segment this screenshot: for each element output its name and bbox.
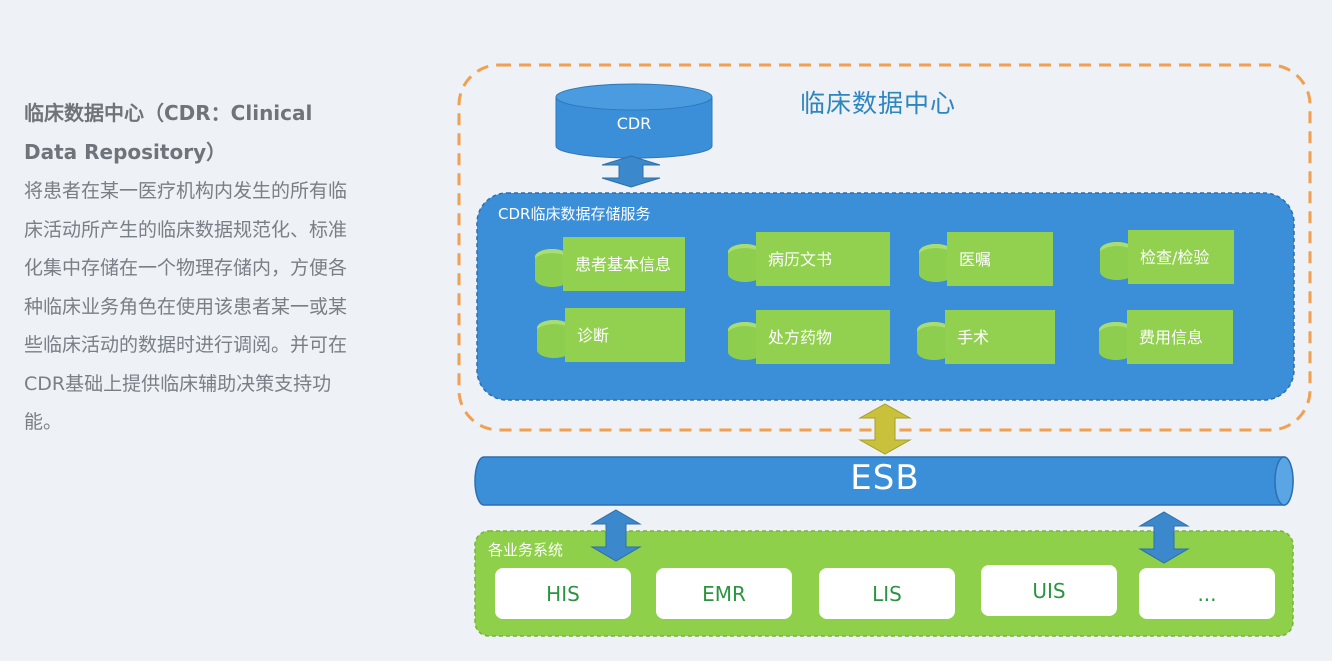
storage-item-label: 患者基本信息 [563,237,685,291]
storage-item-label: 医嘱 [947,232,1053,286]
esb-business-arrow-right [1138,511,1190,564]
storage-item-label: 病历文书 [756,232,890,286]
esb-business-arrow-left [590,509,642,562]
description-body: 将患者在某一医疗机构内发生的所有临床活动所产生的临床数据规范化、标准化集中存储在… [24,180,348,433]
system-emr: EMR [655,567,793,620]
cdr-database-icon [555,83,713,159]
storage-item-label: 诊断 [565,308,685,362]
system-more: ... [1138,567,1276,620]
storage-item-label: 处方药物 [756,310,890,364]
esb-label: ESB [850,458,920,498]
system-lis: LIS [818,567,956,620]
business-systems-title: 各业务系统 [488,541,564,559]
description-title: 临床数据中心（CDR：Clinical Data Repository） [24,101,313,164]
cdr-database-label: CDR [616,114,652,133]
storage-item-label: 费用信息 [1127,310,1233,364]
service-esb-arrow [858,403,912,455]
system-uis: UIS [980,564,1118,617]
description-panel: 临床数据中心（CDR：Clinical Data Repository） 将患者… [24,94,360,442]
system-his: HIS [494,567,632,620]
cdr-service-arrow [601,155,661,188]
storage-item-label: 手术 [945,310,1055,364]
cdr-service-title: CDR临床数据存储服务 [498,205,651,223]
clinical-data-center-title: 临床数据中心 [800,89,957,118]
cdr-service-box [476,192,1295,401]
storage-item-label: 检查/检验 [1128,230,1234,284]
esb-bus [474,456,1294,506]
